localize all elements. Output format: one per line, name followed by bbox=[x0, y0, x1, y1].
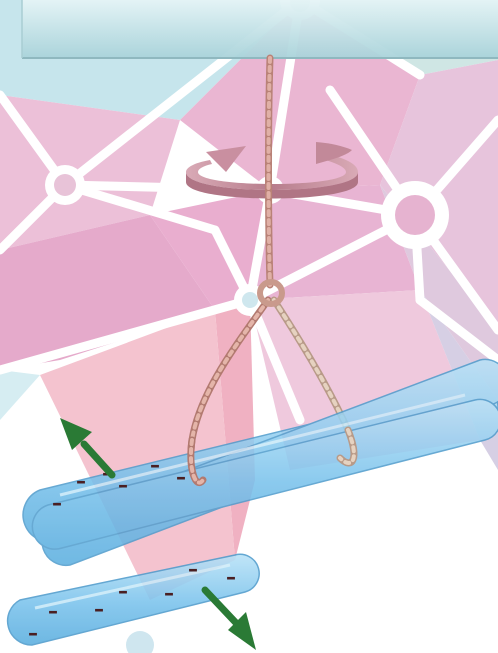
negative-charge: – bbox=[118, 473, 128, 497]
negative-charge: – bbox=[164, 581, 174, 605]
support-bar bbox=[22, 0, 498, 58]
negative-charge: – bbox=[188, 557, 198, 581]
negative-charge: – bbox=[28, 621, 38, 645]
negative-charge: – bbox=[118, 579, 128, 603]
negative-charge: – bbox=[176, 465, 186, 489]
negative-charge: – bbox=[52, 491, 62, 515]
negative-charge: – bbox=[48, 599, 58, 623]
negative-charge: – bbox=[76, 469, 86, 493]
negative-charge: – bbox=[94, 597, 104, 621]
negative-charge: – bbox=[226, 565, 236, 589]
negative-charge: – bbox=[150, 453, 160, 477]
